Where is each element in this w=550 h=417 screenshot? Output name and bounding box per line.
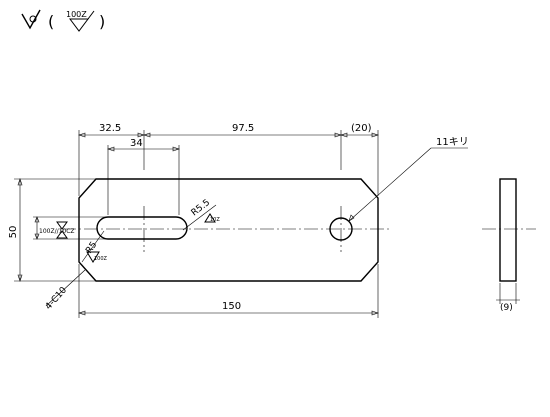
dim-corner-radius: R5 bbox=[84, 240, 99, 256]
plate-side-view: (9) bbox=[482, 178, 536, 313]
side-profile bbox=[499, 178, 517, 282]
triangle-finish-icon bbox=[86, 251, 100, 263]
slot-radius-callout: R5.5 10Z bbox=[182, 198, 220, 231]
triangle-finish-icon bbox=[69, 18, 89, 32]
roughness-check-icon bbox=[21, 9, 41, 30]
triangle-finish-icon bbox=[56, 230, 68, 239]
top-dimension-row: 32.5 97.5 (20) bbox=[78, 123, 379, 196]
dim-total-length: 150 bbox=[222, 301, 241, 312]
height-dimension: 50 bbox=[8, 178, 96, 282]
corner-radius-callout: R5 100Z bbox=[81, 230, 108, 263]
slot-roughness-note: 100Z//10CZ bbox=[39, 228, 75, 235]
slot-radius-roughness: 10Z bbox=[210, 217, 220, 223]
triangle-finish-icon bbox=[56, 221, 68, 230]
dim-tail-ref: (20) bbox=[351, 123, 372, 134]
dim-slot-length: 34 bbox=[130, 138, 143, 149]
dim-slot-offset: 32.5 bbox=[99, 123, 121, 134]
triangle-finish-icon bbox=[204, 213, 216, 223]
total-length-dimension: 150 bbox=[78, 264, 379, 318]
finish-symbol-header: ( 100Z ) bbox=[21, 9, 105, 32]
plate-front-view bbox=[62, 178, 392, 282]
slot-length-dimension: 34 bbox=[107, 138, 180, 215]
dim-hole-offset: 97.5 bbox=[232, 123, 254, 134]
slot-outline bbox=[96, 216, 188, 240]
slot-width-callout: 100Z//10CZ bbox=[33, 216, 108, 240]
open-paren: ( bbox=[48, 12, 54, 31]
dim-thickness: (9) bbox=[500, 303, 513, 313]
dim-chamfer: 4-C10 bbox=[44, 285, 69, 312]
corner-roughness: 100Z bbox=[94, 256, 108, 262]
hole-callout: 11キリ bbox=[348, 137, 469, 222]
hole-note: 11キリ bbox=[436, 137, 469, 148]
close-paren: ) bbox=[99, 12, 105, 31]
general-roughness-label: 100Z bbox=[66, 10, 87, 19]
plate-outline bbox=[78, 178, 379, 282]
dim-height: 50 bbox=[8, 226, 19, 239]
